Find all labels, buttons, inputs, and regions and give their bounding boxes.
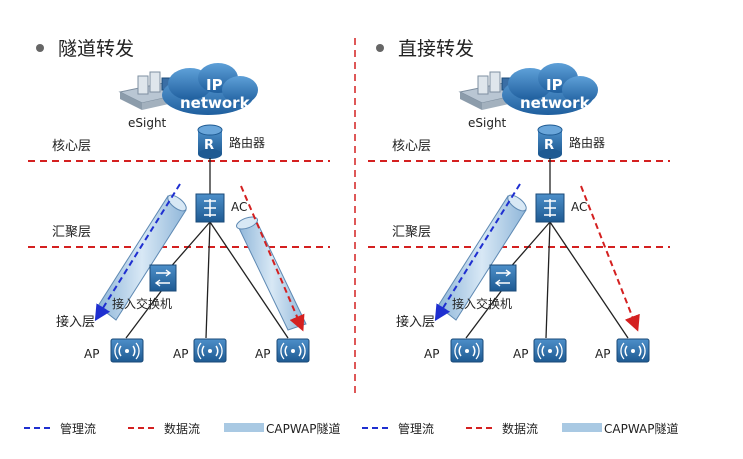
capwap-tunnel	[437, 194, 527, 321]
legend-tunnel-swatch	[224, 423, 264, 432]
network-links	[465, 158, 629, 339]
ap-icon	[450, 338, 484, 363]
router-letter: R	[544, 138, 554, 153]
ap-label: AP	[84, 347, 99, 361]
network-links	[125, 158, 289, 339]
access-switch-icon	[149, 264, 177, 292]
aggregation-layer-label: 汇聚层	[52, 225, 91, 240]
ip-label: IP	[546, 76, 563, 94]
network-label: network	[520, 94, 591, 112]
router-icon	[537, 124, 563, 159]
left-panel-title: 隧道转发	[58, 38, 134, 60]
ap-label: AP	[513, 347, 528, 361]
legend-data-label: 数据流	[502, 421, 538, 436]
bullet-icon	[376, 44, 384, 52]
router-label: 路由器	[569, 135, 605, 150]
router-label: 路由器	[229, 135, 265, 150]
legend-mgmt-label: 管理流	[60, 421, 96, 436]
aggregation-layer-label: 汇聚层	[392, 225, 431, 240]
right-panel: 直接转发 eSight IP network R 路由器 核心层 汇聚层	[368, 38, 670, 363]
ap-label: AP	[173, 347, 188, 361]
ac-label: AC	[231, 200, 247, 214]
ap-icon	[616, 338, 650, 363]
legend-tunnel-label: CAPWAP隧道	[266, 421, 340, 436]
legend-data-label: 数据流	[164, 421, 200, 436]
legend-tunnel-swatch	[562, 423, 602, 432]
ap-icon	[110, 338, 144, 363]
ac-device-icon	[535, 193, 565, 223]
right-panel-title: 直接转发	[398, 38, 474, 60]
ap-icon	[193, 338, 227, 363]
ap-label: AP	[595, 347, 610, 361]
ap-label: AP	[424, 347, 439, 361]
core-layer-label: 核心层	[52, 139, 91, 154]
router-letter: R	[204, 138, 214, 153]
core-layer-label: 核心层	[392, 139, 431, 154]
ip-network-cloud-icon	[502, 63, 598, 115]
capwap-tunnel-left	[97, 194, 187, 321]
esight-label: eSight	[128, 116, 167, 130]
legend-mgmt-label: 管理流	[398, 421, 434, 436]
ap-icon	[533, 338, 567, 363]
router-icon	[197, 124, 223, 159]
ac-device-icon	[195, 193, 225, 223]
legend: 管理流 数据流 CAPWAP隧道 管理流 数据流 CAPWAP隧道	[24, 421, 678, 436]
left-panel: 隧道转发 eSight IP network R 路由器	[28, 38, 330, 363]
bullet-icon	[36, 44, 44, 52]
management-flow	[94, 183, 181, 322]
capwap-tunnel-right	[236, 216, 307, 331]
ap-icon	[276, 338, 310, 363]
access-layer-label: 接入层	[56, 314, 95, 330]
legend-tunnel-label: CAPWAP隧道	[604, 421, 678, 436]
ip-label: IP	[206, 76, 223, 94]
access-switch-icon	[489, 264, 517, 292]
ap-label: AP	[255, 347, 270, 361]
access-switch-label: 接入交换机	[452, 296, 512, 311]
access-switch-label: 接入交换机	[112, 296, 172, 311]
network-label: network	[180, 94, 251, 112]
data-flow	[240, 185, 305, 332]
ac-label: AC	[571, 200, 587, 214]
management-flow	[434, 183, 521, 322]
data-flow	[580, 185, 640, 332]
ip-network-cloud-icon	[162, 63, 258, 115]
esight-label: eSight	[468, 116, 507, 130]
access-layer-label: 接入层	[396, 314, 435, 330]
